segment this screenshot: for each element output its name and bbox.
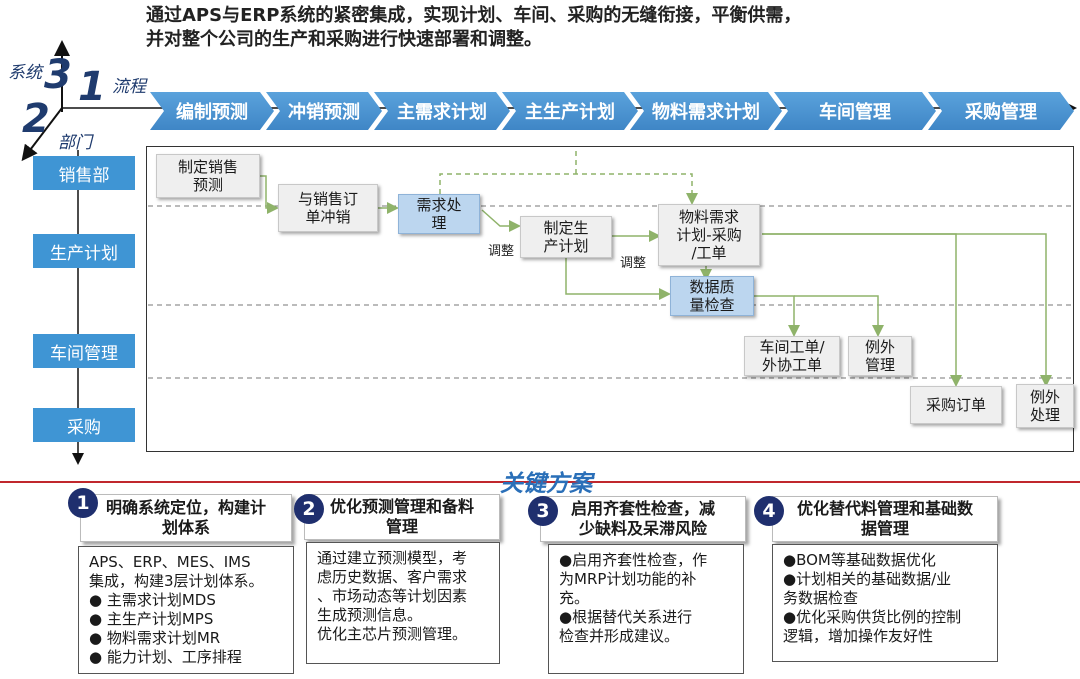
card-1-line-2: 集成，构建3层计划体系。 xyxy=(89,572,264,590)
node-exception-management-line-1: 例外 xyxy=(864,338,895,356)
dept-workshop: 车间管理 xyxy=(33,334,135,368)
card-4-title-line-1: 优化替代料管理和基础数 xyxy=(796,499,973,518)
node-data-quality-check-line-1: 数据质 xyxy=(689,278,735,296)
card-3-title: 启用齐套性检查，减少缺料及呆滞风险 xyxy=(540,496,746,542)
chevron-forecast: 编制预测 xyxy=(150,92,274,130)
card-3-body: ●启用齐套性检查，作 为MRP计划功能的补 充。 ●根据替代关系进行 检查并形成… xyxy=(548,544,744,674)
card-3-line-4: ●根据替代关系进行 xyxy=(559,608,693,626)
card-2-title-line-1: 优化预测管理和备料 xyxy=(329,497,474,516)
chevron-workshop: 车间管理 xyxy=(774,92,936,130)
card-1-line-6: ● 能力计划、工序排程 xyxy=(89,648,242,666)
card-1-line-5: ● 物料需求计划MR xyxy=(89,629,221,647)
node-production-plan: 制定生产计划 xyxy=(520,216,612,258)
label-adjust-2: 调整 xyxy=(620,256,647,271)
card-4-badge: 4 xyxy=(754,496,784,526)
card-2-line-4: 生成预测信息。 xyxy=(317,606,423,624)
axis-num-2: 2 xyxy=(22,96,50,142)
card-3-line-3: 充。 xyxy=(559,589,590,607)
card-3-title-line-2: 少缺料及呆滞风险 xyxy=(578,519,707,538)
node-production-plan-line-2: 产计划 xyxy=(543,237,589,255)
intro-line-2: 并对整个公司的生产和采购进行快速部署和调整。 xyxy=(146,29,542,50)
node-work-order-line-2: 外协工单 xyxy=(761,356,822,374)
node-mrp-line-3: /工单 xyxy=(691,244,727,262)
node-demand-processing-line-2: 理 xyxy=(431,214,447,232)
card-1-title-line-1: 明确系统定位，构建计 xyxy=(105,498,266,517)
card-2-title: 优化预测管理和备料管理 xyxy=(304,494,500,540)
axis-num-3: 3 xyxy=(44,52,72,98)
chevron-purchasing: 采购管理 xyxy=(928,92,1074,130)
node-exception-handling: 例外处理 xyxy=(1016,384,1074,428)
chevron-master-demand: 主需求计划 xyxy=(374,92,510,130)
axis-department-label: 部门 xyxy=(58,133,92,153)
card-2-title-line-2: 管理 xyxy=(385,517,418,536)
node-exception-handling-line-2: 处理 xyxy=(1029,406,1060,424)
card-4-line-1: ●BOM等基础数据优化 xyxy=(783,551,936,569)
card-3-title-line-1: 启用齐套性检查，减 xyxy=(570,499,715,518)
node-production-plan-line-1: 制定生 xyxy=(543,219,589,237)
card-4-line-4: ●优化采购供货比例的控制 xyxy=(783,608,962,626)
node-sales-forecast: 制定销售预测 xyxy=(156,154,260,198)
node-exception-handling-line-1: 例外 xyxy=(1029,388,1060,406)
card-4-title-line-2: 据管理 xyxy=(860,519,909,538)
label-adjust-1: 调整 xyxy=(488,244,515,259)
axis-flow-label: 流程 xyxy=(112,77,146,97)
node-exception-management-line-2: 管理 xyxy=(864,356,895,374)
chevron-offset-forecast: 冲销预测 xyxy=(266,92,382,130)
card-2-badge: 2 xyxy=(294,494,324,524)
node-demand-processing-line-1: 需求处 xyxy=(416,196,462,214)
node-demand-processing: 需求处理 xyxy=(398,194,480,234)
flow-lines xyxy=(148,150,1072,387)
node-mrp: 物料需求计划-采购/工单 xyxy=(658,204,760,266)
node-mrp-line-1: 物料需求 xyxy=(678,208,739,226)
card-2-body: 通过建立预测模型，考 虑历史数据、客户需求 、市场动态等计划因素 生成预测信息。… xyxy=(306,542,500,664)
node-exception-management: 例外管理 xyxy=(848,336,912,376)
card-4-body: ●BOM等基础数据优化 ●计划相关的基础数据/业 务数据检查 ●优化采购供货比例… xyxy=(772,544,998,662)
chevron-material-requirements: 物料需求计划 xyxy=(630,92,782,130)
node-order-offset-line-1: 与销售订 xyxy=(297,190,358,208)
card-2-line-3: 、市场动态等计划因素 xyxy=(317,587,468,605)
card-3-line-5: 检查并形成建议。 xyxy=(559,627,680,645)
dept-sales: 销售部 xyxy=(33,156,135,190)
card-4-line-5: 逻辑，增加操作友好性 xyxy=(783,627,934,645)
node-work-order-line-1: 车间工单/ xyxy=(759,338,825,356)
card-2-line-1: 通过建立预测模型，考 xyxy=(317,549,468,567)
card-4-title: 优化替代料管理和基础数据管理 xyxy=(772,496,998,542)
node-sales-forecast-line-1: 制定销售 xyxy=(177,158,238,176)
flow-frame xyxy=(146,146,1074,452)
card-1-title-line-2: 划体系 xyxy=(161,518,210,537)
node-data-quality-check: 数据质量检查 xyxy=(670,276,754,316)
card-3-line-1: ●启用齐套性检查，作 xyxy=(559,551,708,569)
card-4-line-2: ●计划相关的基础数据/业 xyxy=(783,570,952,588)
dept-purchasing: 采购 xyxy=(33,408,135,442)
chevron-master-production: 主生产计划 xyxy=(502,92,638,130)
card-2-line-2: 虑历史数据、客户需求 xyxy=(317,568,468,586)
node-purchase-order: 采购订单 xyxy=(910,386,1002,424)
axis-system-label: 系统 xyxy=(8,63,42,83)
key-solutions-title: 关键方案 xyxy=(500,471,592,497)
card-1-badge: 1 xyxy=(68,488,98,518)
node-order-offset: 与销售订单冲销 xyxy=(278,184,378,232)
node-work-order: 车间工单/外协工单 xyxy=(744,336,840,376)
card-1-line-1: APS、ERP、MES、IMS xyxy=(89,553,251,571)
card-1-title: 明确系统定位，构建计划体系 xyxy=(80,494,292,542)
card-1-line-3: ● 主需求计划MDS xyxy=(89,591,216,609)
node-order-offset-line-2: 单冲销 xyxy=(305,208,351,226)
card-4-line-3: 务数据检查 xyxy=(783,589,859,607)
card-3-line-2: 为MRP计划功能的补 xyxy=(559,570,697,588)
card-3-badge: 3 xyxy=(528,496,558,526)
node-sales-forecast-line-2: 预测 xyxy=(192,176,223,194)
card-1-body: APS、ERP、MES、IMS 集成，构建3层计划体系。 ● 主需求计划MDS … xyxy=(78,546,294,674)
node-data-quality-check-line-2: 量检查 xyxy=(689,296,735,314)
card-2-line-5: 优化主芯片预测管理。 xyxy=(317,625,468,643)
node-mrp-line-2: 计划-采购 xyxy=(676,226,742,244)
axis-num-1: 1 xyxy=(78,64,106,110)
intro-text: 通过APS与ERP系统的紧密集成，实现计划、车间、采购的无缝衔接，平衡供需， 并… xyxy=(146,4,801,52)
intro-line-1: 通过APS与ERP系统的紧密集成，实现计划、车间、采购的无缝衔接，平衡供需， xyxy=(146,5,802,26)
dept-production-planning: 生产计划 xyxy=(33,234,135,268)
red-divider xyxy=(0,481,1080,483)
card-1-line-4: ● 主生产计划MPS xyxy=(89,610,214,628)
